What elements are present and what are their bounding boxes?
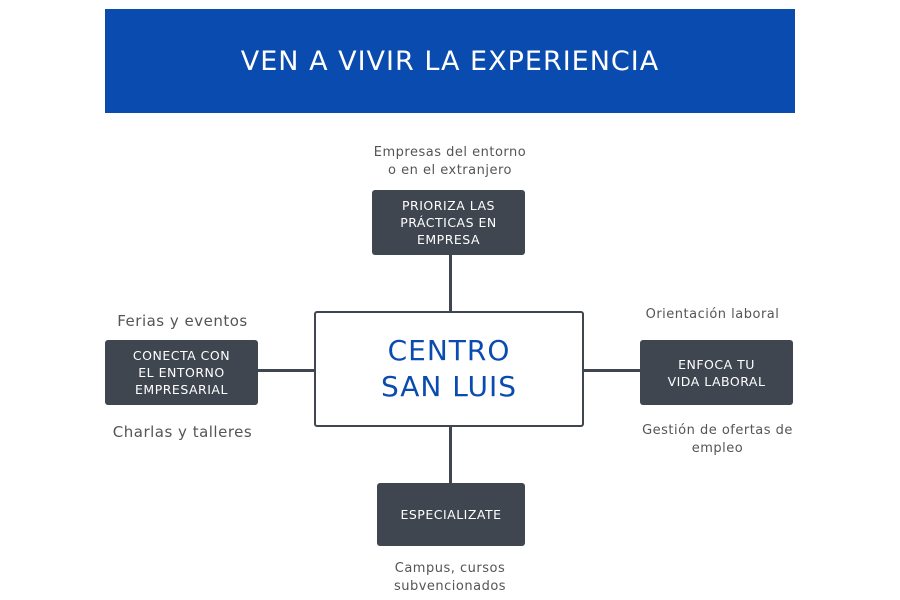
connector-left bbox=[258, 369, 315, 372]
connector-top bbox=[449, 255, 452, 312]
right-note-below: Gestión de ofertas de empleo bbox=[642, 423, 793, 456]
top-node: PRIORIZA LAS PRÁCTICAS EN EMPRESA bbox=[372, 190, 525, 255]
center-node: CENTRO SAN LUIS bbox=[314, 311, 584, 427]
top-note: Empresas del entorno o en el extranjero bbox=[373, 145, 527, 178]
bottom-note: Campus, cursos subvencionados bbox=[393, 561, 507, 594]
right-note-above: Orientación laboral bbox=[645, 307, 780, 322]
connector-bottom bbox=[449, 424, 452, 484]
connector-right bbox=[581, 369, 641, 372]
left-note-below: Charlas y talleres bbox=[112, 423, 253, 441]
bottom-node: ESPECIALIZATE bbox=[377, 483, 525, 546]
left-note-above: Ferias y eventos bbox=[117, 312, 248, 330]
right-node: ENFOCA TU VIDA LABORAL bbox=[640, 340, 793, 405]
left-node: CONECTA CON EL ENTORNO EMPRESARIAL bbox=[105, 340, 258, 405]
title-banner: VEN A VIVIR LA EXPERIENCIA bbox=[105, 9, 795, 113]
